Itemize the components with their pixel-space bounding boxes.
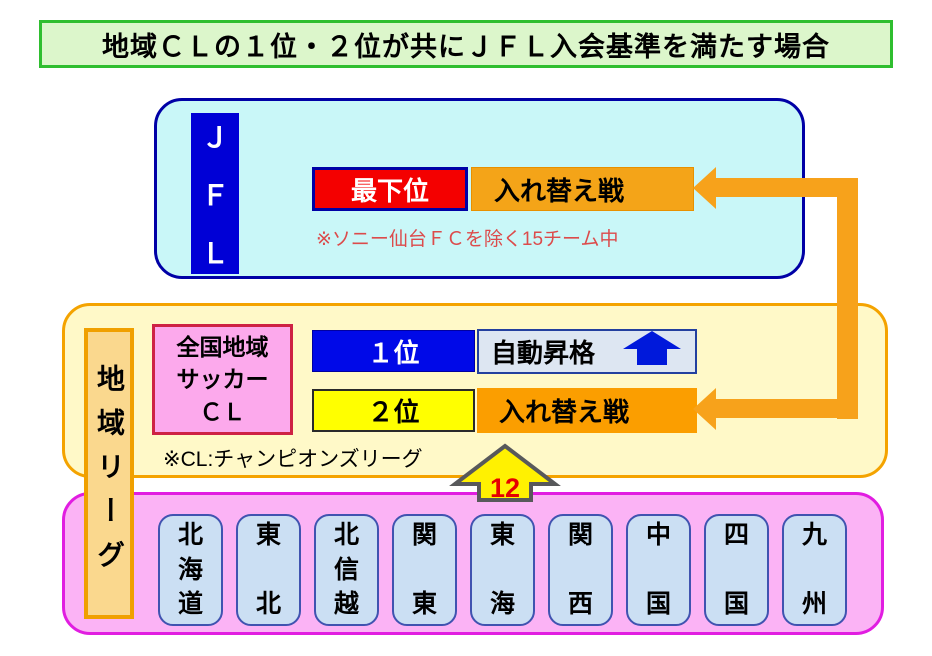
cl-footnote: ※CL:チャンピオンズリーグ [163,448,423,471]
regional-league-side-label: 地域リーグ [84,328,134,619]
region-box-tohoku: 東北 [236,514,301,626]
connector-top-arm [714,178,858,197]
region-box-kyushu: 九州 [782,514,847,626]
left-arrowhead-bottom-icon [693,388,716,430]
cl-box-line2: サッカー [176,366,269,393]
rank2-box: ２位 [312,389,475,432]
jfl-playoff-box: 入れ替え戦 [471,167,694,211]
connector-bottom-arm [714,399,858,418]
connector-vertical-bar [837,178,858,419]
regional-league-side-label-text: 地域リーグ [94,363,125,584]
up-arrow-icon [623,331,681,372]
regional-playoff-box: 入れ替え戦 [477,388,697,433]
region-box-kansai: 関西 [548,514,613,626]
region-box-hokkaido: 北海道 [158,514,223,626]
region-box-chugoku: 中国 [626,514,691,626]
promotion-count-arrow: 12 [449,443,561,503]
regional-cl-box: 全国地域 サッカー ＣＬ [152,324,293,435]
cl-box-line1: 全国地域 [176,334,269,361]
region-box-tokai: 東海 [470,514,535,626]
region-box-hokushinetsu: 北信越 [314,514,379,626]
auto-promotion-label: 自動昇格 [491,338,596,368]
rank1-box: １位 [312,330,475,372]
jfl-last-place-box: 最下位 [312,167,468,211]
region-box-kanto: 関東 [392,514,457,626]
auto-promotion-box: 自動昇格 [477,329,697,374]
cl-box-line3: ＣＬ [199,398,246,425]
slide-title: 地域ＣＬの１位・２位が共にＪＦＬ入会基準を満たす場合 [39,20,893,68]
yellow-up-arrow-icon [449,443,561,502]
promotion-count: 12 [489,473,521,503]
jfl-footnote: ※ソニー仙台ＦＣを除く15チーム中 [316,228,619,250]
left-arrowhead-top-icon [693,167,716,209]
region-box-shikoku: 四国 [704,514,769,626]
